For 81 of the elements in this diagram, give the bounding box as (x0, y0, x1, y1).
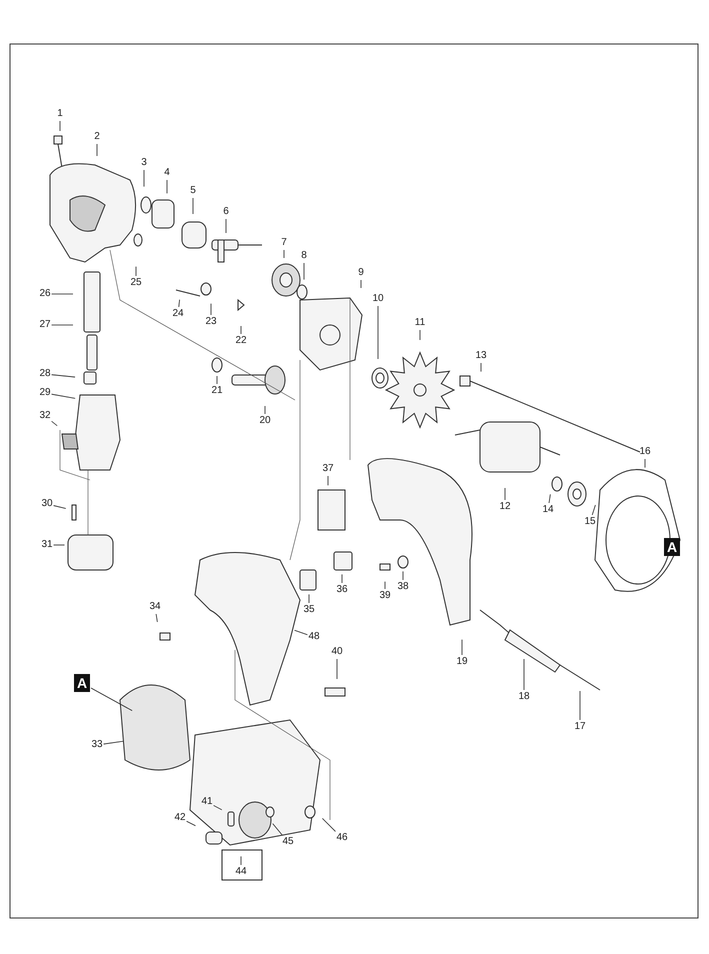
leader-line (186, 820, 196, 826)
callout-number: 28 (39, 368, 51, 380)
callout-number: 18 (518, 691, 530, 703)
leader-line (156, 614, 158, 622)
callout-number: 46 (336, 832, 348, 844)
callout-number: 5 (189, 185, 197, 197)
callout-number: 38 (397, 581, 409, 593)
leader-line (402, 570, 404, 580)
callout-number: 12 (499, 501, 511, 513)
callout-number: 17 (574, 721, 586, 733)
leader-line (264, 406, 266, 414)
callout-number: 48 (308, 631, 320, 643)
leader-line (53, 544, 65, 546)
leader-line (322, 818, 336, 832)
leader-line (384, 581, 386, 590)
callout-number: 44 (235, 866, 247, 878)
callout-number: 26 (39, 288, 51, 300)
callout-number: 37 (322, 463, 334, 475)
callout-number: 36 (336, 584, 348, 596)
callout-number: 42 (174, 812, 186, 824)
callout-number: 11 (414, 317, 426, 329)
callout-number: 41 (201, 796, 213, 808)
callout-number: 6 (222, 206, 230, 218)
leader-line (240, 856, 242, 866)
leader-line (240, 326, 242, 334)
leader-line (51, 394, 76, 399)
callout-number: 8 (300, 250, 308, 262)
leader-line (592, 504, 596, 516)
callout-number: 33 (91, 739, 103, 751)
callout-number: 4 (163, 167, 171, 179)
reference-marker: A (74, 674, 90, 692)
callout-number: 34 (149, 601, 161, 613)
callout-number: 35 (303, 604, 315, 616)
callout-number: 45 (282, 836, 294, 848)
leader-line (103, 740, 124, 744)
callout-number: 10 (372, 293, 384, 305)
leader-line (480, 362, 482, 372)
leader-line (644, 458, 646, 468)
callout-number: 13 (475, 350, 487, 362)
leader-line (548, 494, 551, 504)
leader-line (96, 144, 98, 156)
callout-number: 27 (39, 319, 51, 331)
callout-number: 14 (542, 504, 554, 516)
leader-line (178, 299, 180, 308)
callout-number: 32 (39, 410, 51, 422)
callout-number: 24 (172, 308, 184, 320)
callout-number: 29 (39, 387, 51, 399)
leader-line (51, 324, 74, 326)
callout-number: 31 (41, 539, 53, 551)
callout-number: 7 (280, 237, 288, 249)
callout-number: 40 (331, 646, 343, 658)
callout-number: 23 (205, 316, 217, 328)
callout-number: 25 (130, 277, 142, 289)
leader-line (210, 303, 212, 316)
leader-line (216, 376, 218, 384)
leader-line (213, 805, 222, 810)
callout-number: 15 (584, 516, 596, 528)
leader-line (308, 594, 310, 604)
callout-number: 19 (456, 656, 468, 668)
callout-number: 20 (259, 415, 271, 427)
leader-line (51, 420, 58, 426)
leader-line (360, 280, 362, 288)
callout-number: 39 (379, 590, 391, 602)
callout-number: 30 (41, 498, 53, 510)
callout-number: 22 (235, 335, 247, 347)
callout-number: 3 (140, 157, 148, 169)
leader-line (90, 688, 133, 712)
leader-line (51, 374, 76, 378)
leader-line (166, 180, 168, 194)
callout-number: 2 (93, 131, 101, 143)
leader-line (272, 823, 283, 836)
reference-marker: A (664, 538, 680, 556)
leader-line (294, 630, 308, 636)
callout-number: 21 (211, 385, 223, 397)
callout-number: 1 (56, 108, 64, 120)
callout-number: 16 (639, 446, 651, 458)
leader-line (336, 658, 338, 680)
leader-line (53, 505, 66, 509)
callout-number: 9 (357, 267, 365, 279)
leader-line (192, 198, 194, 214)
leader-line (504, 488, 506, 500)
